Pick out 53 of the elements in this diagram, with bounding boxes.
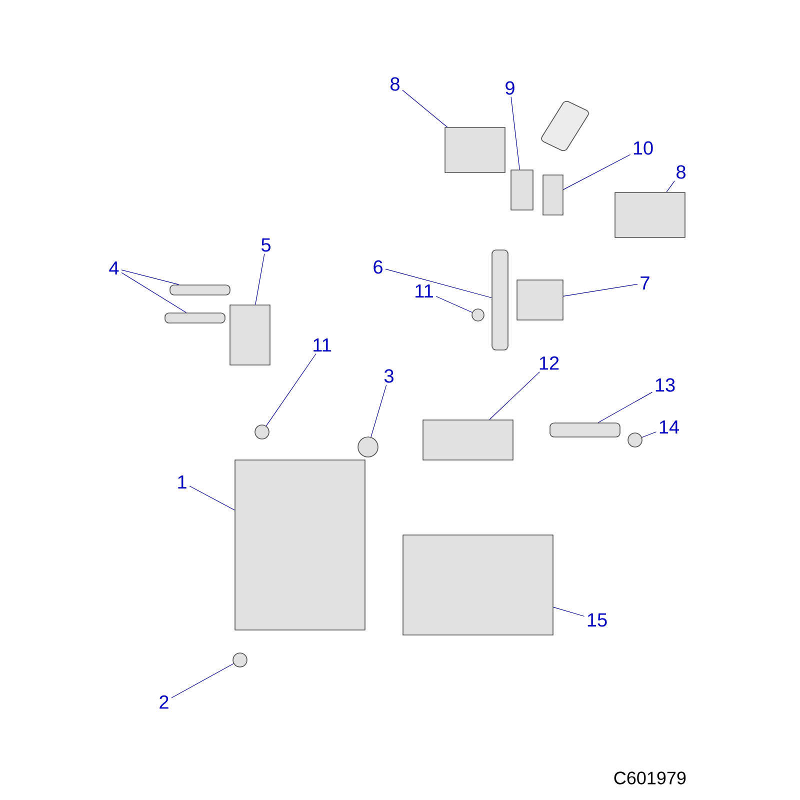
callout-number: 11 [416,284,433,298]
grommet [358,436,378,458]
cover-plate [614,192,686,238]
leader-line [666,180,675,192]
hold-down-strap [550,422,620,438]
connector [542,174,564,216]
callout-number: 14 [660,420,680,434]
relay-box [516,280,564,320]
callout-number: 5 [261,238,270,252]
drawing-number: C601979 [614,772,686,784]
callout-number: 3 [384,369,394,383]
leader-line [563,154,631,190]
callout-number: 8 [676,165,686,179]
leader-line [189,486,235,510]
wiring-harness [492,250,508,350]
callout-number: 13 [656,378,675,392]
battery-bracket [234,460,366,630]
battery-pad [422,420,514,460]
leader-line [436,296,472,313]
screw [232,652,248,668]
leader-line [385,268,492,298]
pin [164,312,226,324]
callout-number: 2 [160,695,168,709]
stud [254,424,270,440]
leader-line [598,392,653,423]
callout-number: 8 [390,77,400,91]
leader-line [642,432,657,438]
connector [510,170,534,210]
leader-line [402,90,448,128]
callout-number: 7 [640,276,650,290]
callout-number: 1 [178,475,186,489]
callout-number: 6 [374,260,382,274]
leader-line [510,96,520,170]
pin [170,284,230,296]
leader-line [489,372,540,420]
callout-number: 9 [506,81,514,95]
callout-number: 10 [634,141,653,155]
leader-line [121,270,180,285]
callout-number: 11 [314,338,331,352]
leader-line [255,254,265,305]
callout-number: 12 [540,356,559,370]
screw [628,432,642,448]
leader-line [266,353,316,426]
switch [230,304,270,366]
leader-line [370,384,387,438]
stud [472,308,484,322]
callout-number: 4 [109,261,119,275]
leader-line [171,663,234,698]
callout-number: 15 [588,613,607,627]
battery [402,534,554,636]
leader-line [563,284,638,297]
leader-line [553,606,585,617]
cover-plate [444,127,506,173]
